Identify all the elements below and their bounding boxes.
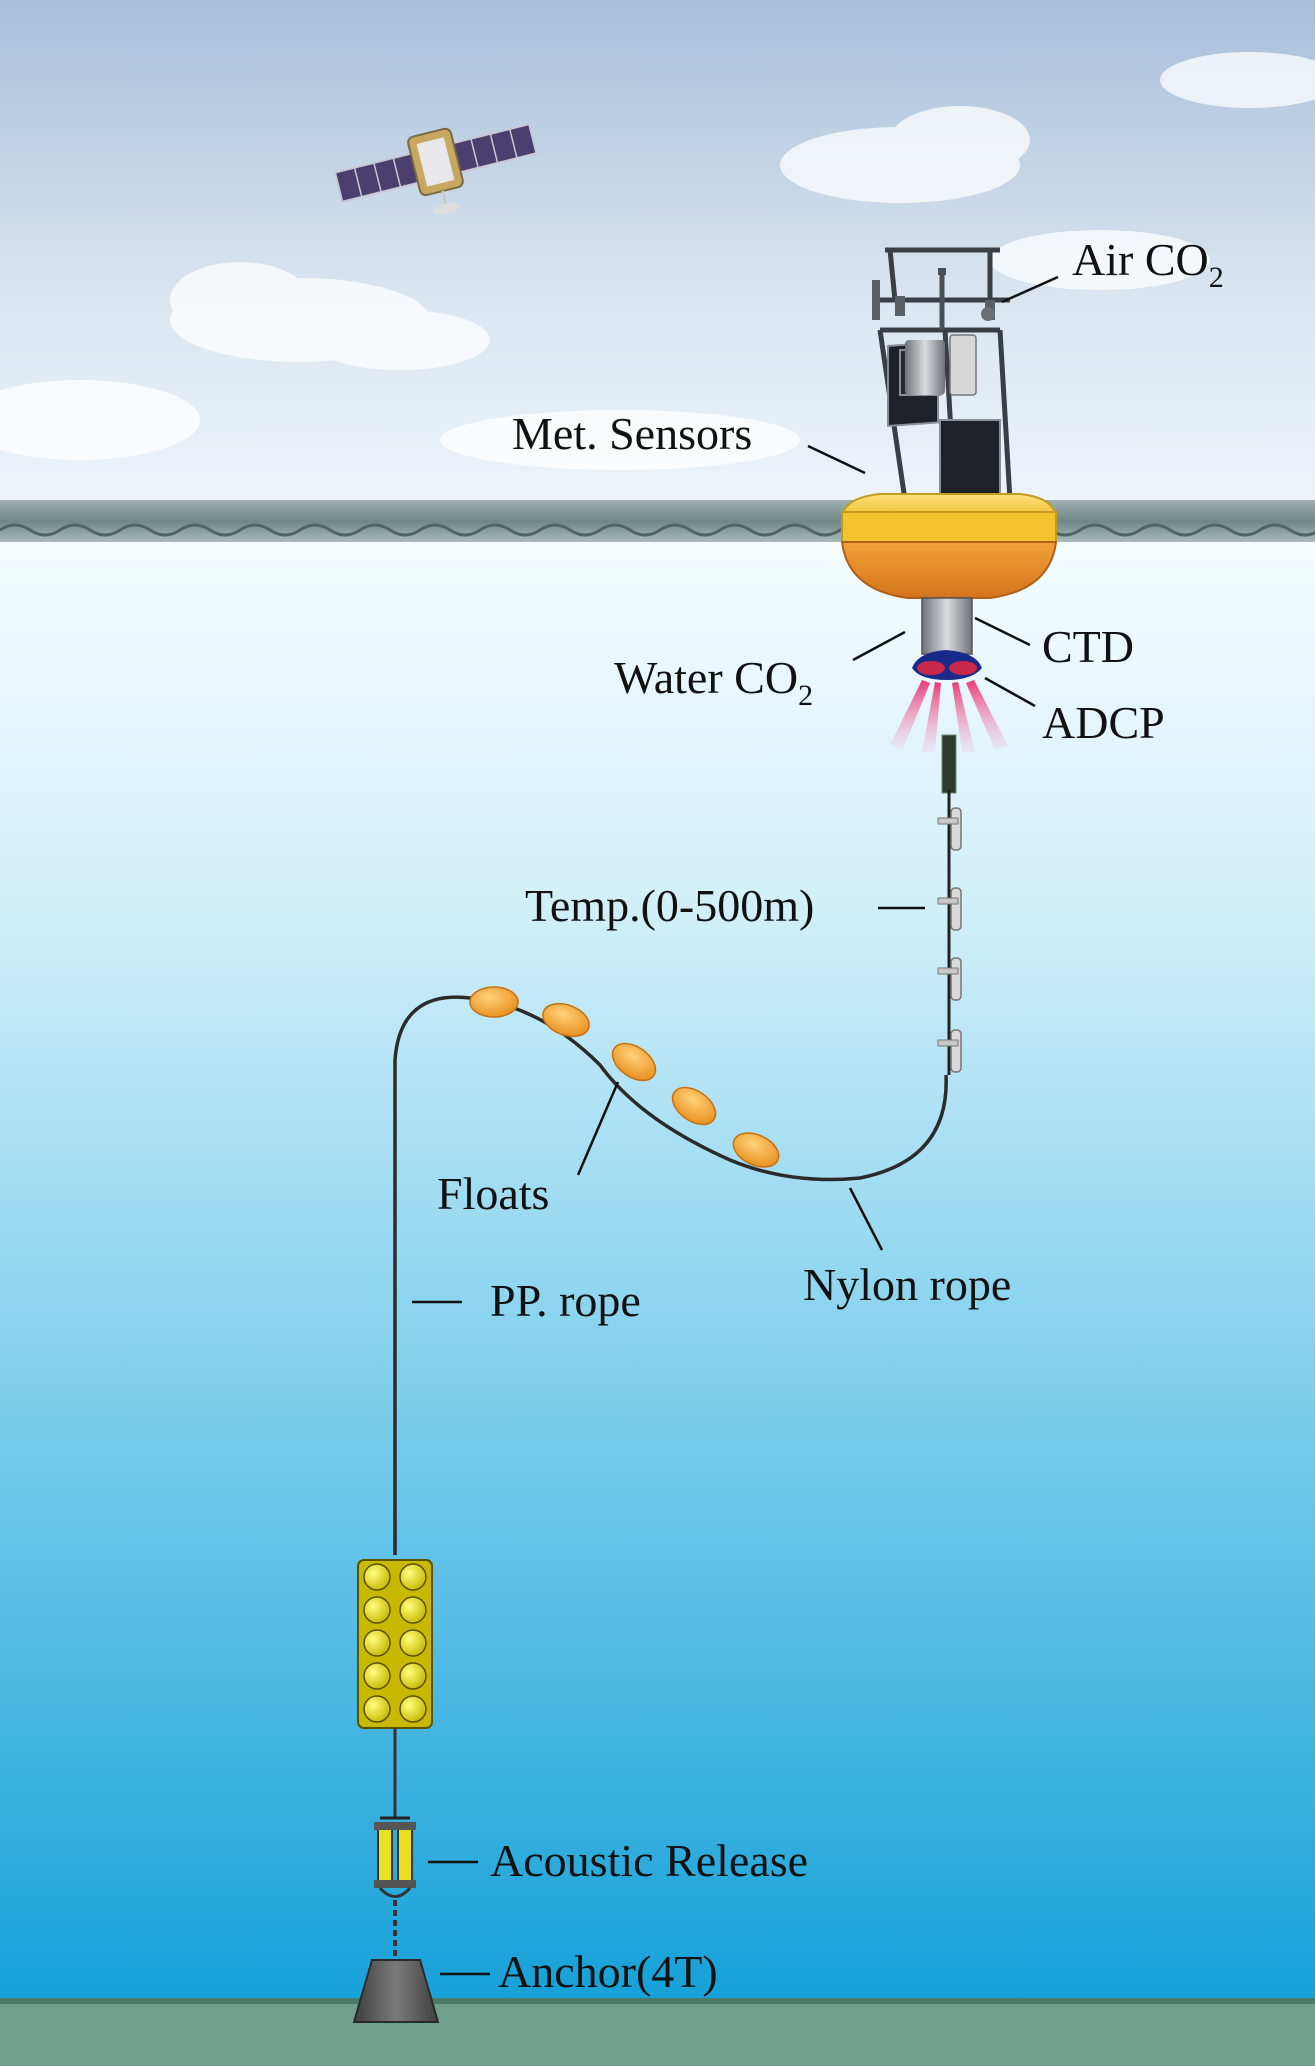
water-column: [0, 542, 1315, 2000]
float-icon: [671, 1086, 717, 1126]
label-temp: Temp.(0-500m): [525, 880, 814, 931]
float-icon: [732, 1132, 780, 1168]
ctd-housing: [921, 597, 973, 655]
label-air-co2: Air CO2: [1072, 234, 1224, 294]
label-anchor: Anchor(4T): [498, 1946, 718, 1997]
temp-sensor-icon: [937, 807, 962, 851]
label-ctd: CTD: [1042, 621, 1134, 672]
float-icon: [542, 1002, 590, 1038]
solar-panel: [939, 419, 1001, 496]
temp-sensors: [937, 807, 962, 1073]
surface-waves: [0, 523, 1315, 537]
label-met-sensors: Met. Sensors: [512, 408, 752, 459]
float-icon: [611, 1042, 657, 1082]
seabed: [0, 1998, 1315, 2066]
adcp-icon: [890, 650, 1008, 752]
float-icon: [469, 986, 519, 1018]
anchor-block: [352, 1959, 440, 2023]
label-acoustic-release: Acoustic Release: [490, 1835, 808, 1886]
nylon-rope: [393, 995, 948, 1555]
acoustic-release-icon: [374, 1816, 416, 1898]
label-floats: Floats: [437, 1168, 549, 1219]
air-co2-sensor-icon: [981, 307, 995, 321]
float-string: [469, 986, 780, 1168]
label-adcp: ADCP: [1042, 697, 1165, 748]
temp-sensor-icon: [937, 957, 962, 1001]
label-water-co2: Water CO2: [614, 652, 813, 712]
temp-sensor-icon: [937, 1029, 962, 1073]
buoy-hull-bottom: [840, 541, 1058, 599]
leader-lines: [412, 275, 1059, 1976]
met-sensor-housing: [905, 340, 945, 395]
satellite-icon: [333, 122, 538, 215]
label-nylon-rope: Nylon rope: [803, 1259, 1011, 1310]
subsurface-float-cluster: [357, 1559, 433, 1729]
label-pp-rope: PP. rope: [490, 1275, 641, 1326]
sea-surface: [0, 500, 1315, 542]
clouds: [0, 52, 1315, 470]
buoy: [840, 247, 1058, 794]
temp-sensor-icon: [937, 887, 962, 931]
